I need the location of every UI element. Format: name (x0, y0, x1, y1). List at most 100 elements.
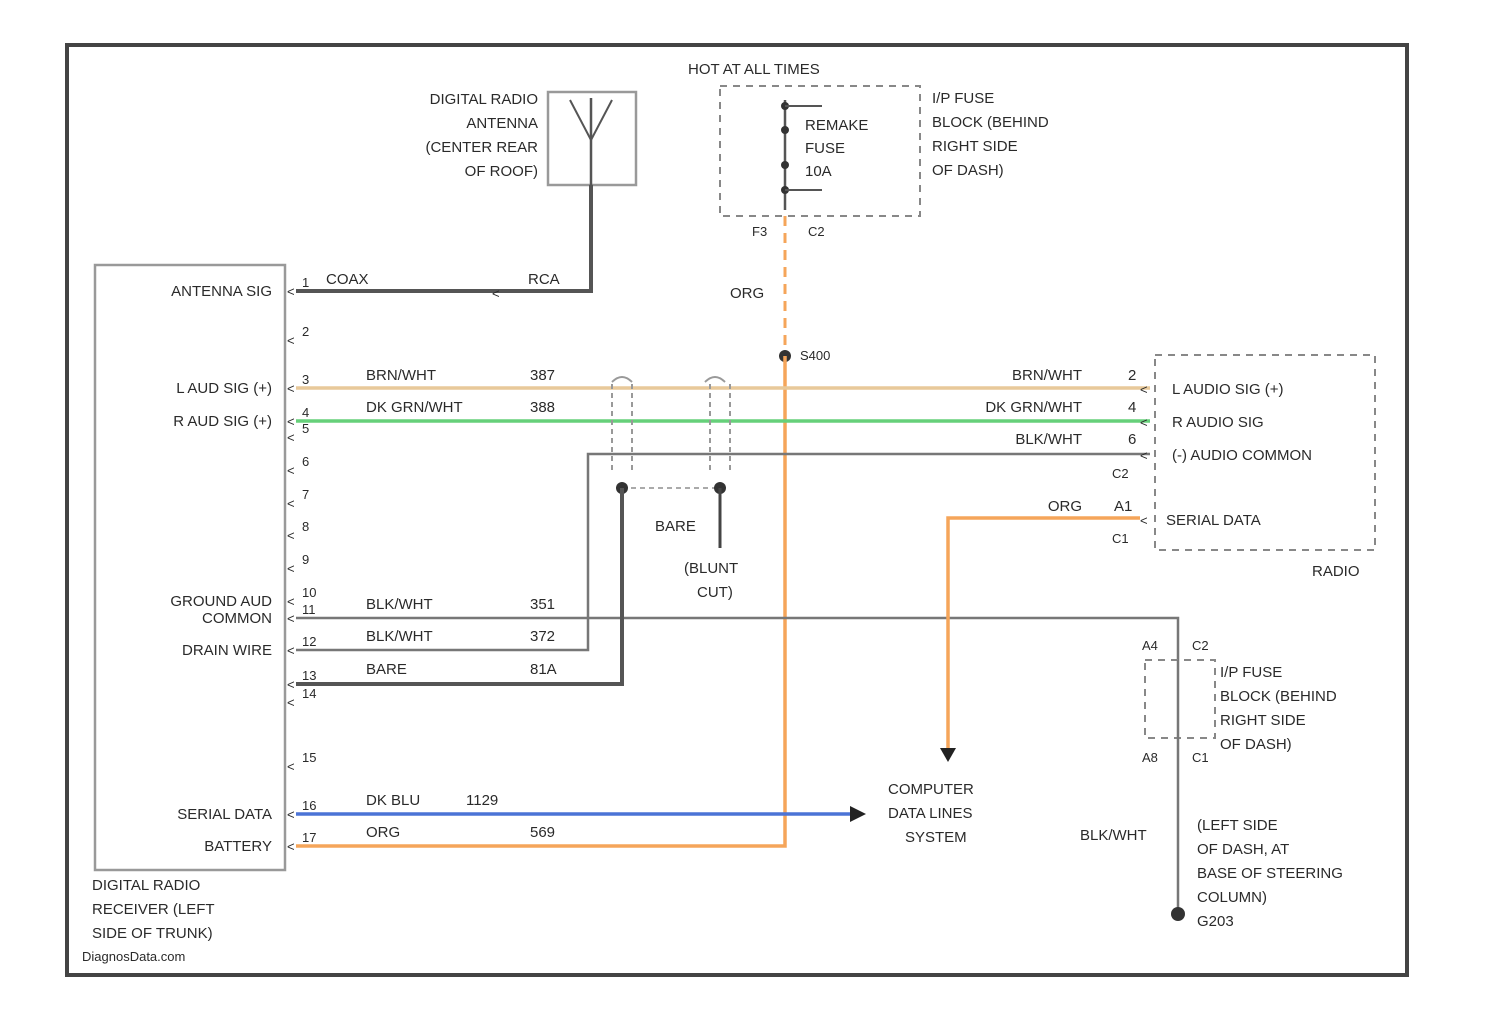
receiver-pin-label: SERIAL DATA (177, 806, 272, 823)
receiver-pin-marker: < (287, 333, 295, 348)
wire-7-circuit: 569 (530, 824, 555, 841)
antenna-label-1: DIGITAL RADIO (430, 91, 538, 108)
wire-2-color: DK GRN/WHT (366, 399, 463, 416)
coax-connector-symbol: < (492, 286, 500, 301)
rca-label: RCA (528, 271, 560, 288)
svg-text:<: < (1140, 513, 1148, 528)
receiver-pin-number: 3 (302, 372, 309, 387)
blunt-cut-label-1: (BLUNT (684, 560, 738, 577)
receiver-pin-marker: < (287, 807, 295, 822)
receiver-pin-number: 2 (302, 324, 309, 339)
receiver-pin-label: L AUD SIG (+) (176, 380, 272, 397)
radio-connector-c2: C2 (1112, 466, 1129, 481)
radio-wire-2-color: DK GRN/WHT (985, 399, 1082, 416)
fuse-block-bottom-box (1145, 660, 1215, 738)
receiver-pin-marker: < (287, 430, 295, 445)
blunt-cut-label-2: CUT) (697, 584, 733, 601)
fuse-block-bottom-line-1: I/P FUSE (1220, 664, 1282, 681)
receiver-pin-number: 1 (302, 275, 309, 290)
radio-wire-3-label: (-) AUDIO COMMON (1172, 447, 1312, 464)
receiver-pin-label: R AUD SIG (+) (173, 413, 272, 430)
receiver-pin-marker: < (287, 528, 295, 543)
ground-line-4: COLUMN) (1197, 889, 1267, 906)
fuse-block-bottom-line-2: BLOCK (BEHIND (1220, 688, 1337, 705)
fuse-block-top-line-1: I/P FUSE (932, 90, 994, 107)
radio-pin-markers: < < < < (1140, 382, 1148, 528)
antenna-label-3: (CENTER REAR (425, 139, 538, 156)
antenna-icon (570, 98, 612, 185)
wire-6-circuit: 1129 (466, 792, 498, 809)
fuse-name: REMAKE (805, 117, 868, 134)
fuse-block-bottom-line-4: OF DASH) (1220, 736, 1292, 753)
radio-wire-1-color: BRN/WHT (1012, 367, 1082, 384)
antenna-label-2: ANTENNA (466, 115, 538, 132)
receiver-pin-marker: < (287, 496, 295, 511)
radio-wire-4-pin: A1 (1114, 498, 1132, 515)
receiver-pin-marker: < (287, 561, 295, 576)
radio-wire-2-label: R AUDIO SIG (1172, 414, 1264, 431)
radio-wire-2-pin: 4 (1128, 399, 1136, 416)
fuse-block-pin-top: A4 (1142, 638, 1158, 653)
receiver-pin-marker: < (287, 695, 295, 710)
diagram-frame (67, 45, 1407, 975)
fuse-block-pin-bottom: A8 (1142, 750, 1158, 765)
wire-3-circuit: 351 (530, 596, 555, 613)
computer-label-2: DATA LINES (888, 805, 972, 822)
radio-wire-4-label: SERIAL DATA (1166, 512, 1261, 529)
fuse-block-conn-bottom: C1 (1192, 750, 1209, 765)
wire-5-color: BARE (366, 661, 407, 678)
ground-line-2: OF DASH, AT (1197, 841, 1289, 858)
receiver-pin-number: 16 (302, 798, 316, 813)
wire-4-color: BLK/WHT (366, 628, 433, 645)
receiver-pin-number: 11 (302, 602, 316, 617)
fuse-block-top-line-3: RIGHT SIDE (932, 138, 1018, 155)
fuse-connector-left: F3 (752, 224, 767, 239)
wire-3-color: BLK/WHT (366, 596, 433, 613)
wire-2-circuit: 388 (530, 399, 555, 416)
fuse-connector-right: C2 (808, 224, 825, 239)
radio-wire-4-color: ORG (1048, 498, 1082, 515)
receiver-pin-number: 15 (302, 750, 316, 765)
receiver-caption-2: RECEIVER (LEFT (92, 901, 215, 918)
receiver-pin-number: 14 (302, 686, 316, 701)
receiver-pin-number: 7 (302, 487, 309, 502)
receiver-pin-number: 9 (302, 552, 309, 567)
ground-line-3: BASE OF STEERING (1197, 865, 1343, 882)
svg-text:<: < (1140, 382, 1148, 397)
receiver-pin-label: BATTERY (204, 838, 272, 855)
receiver-pin-label: ANTENNA SIG (171, 283, 272, 300)
radio-wire-3-color: BLK/WHT (1015, 431, 1082, 448)
ground-line-1: (LEFT SIDE (1197, 817, 1278, 834)
receiver-pin-number: 17 (302, 830, 316, 845)
fuse-block-conn-top: C2 (1192, 638, 1209, 653)
radio-wire-1-pin: 2 (1128, 367, 1136, 384)
wire-1-color: BRN/WHT (366, 367, 436, 384)
receiver-pin-marker: < (287, 839, 295, 854)
fuse-block-bottom-line-3: RIGHT SIDE (1220, 712, 1306, 729)
receiver-pin-number: 10 (302, 585, 316, 600)
receiver-pin-label: DRAIN WIRE (182, 642, 272, 659)
receiver-box (95, 265, 285, 870)
wire-1-circuit: 387 (530, 367, 555, 384)
bare-label: BARE (655, 518, 696, 535)
receiver-pin-number: 6 (302, 454, 309, 469)
computer-label-1: COMPUTER (888, 781, 974, 798)
splice-label: S400 (800, 348, 830, 363)
svg-text:<: < (1140, 448, 1148, 463)
receiver-pin-number: 12 (302, 634, 316, 649)
receiver-pin-marker: < (287, 643, 295, 658)
radio-serial-wire (948, 518, 1140, 750)
fuse-rating: 10A (805, 163, 832, 180)
serial-data-arrow (850, 806, 866, 822)
radio-connector-c1: C1 (1112, 531, 1129, 546)
receiver-pin-marker: < (287, 759, 295, 774)
orange-feed-label: ORG (730, 285, 764, 302)
hot-at-all-times-label: HOT AT ALL TIMES (688, 61, 820, 78)
receiver-pin-marker: < (287, 594, 295, 609)
wire-4-circuit: 372 (530, 628, 555, 645)
computer-label-3: SYSTEM (905, 829, 967, 846)
receiver-pin-marker: < (287, 611, 295, 626)
radio-wire-3-pin: 6 (1128, 431, 1136, 448)
